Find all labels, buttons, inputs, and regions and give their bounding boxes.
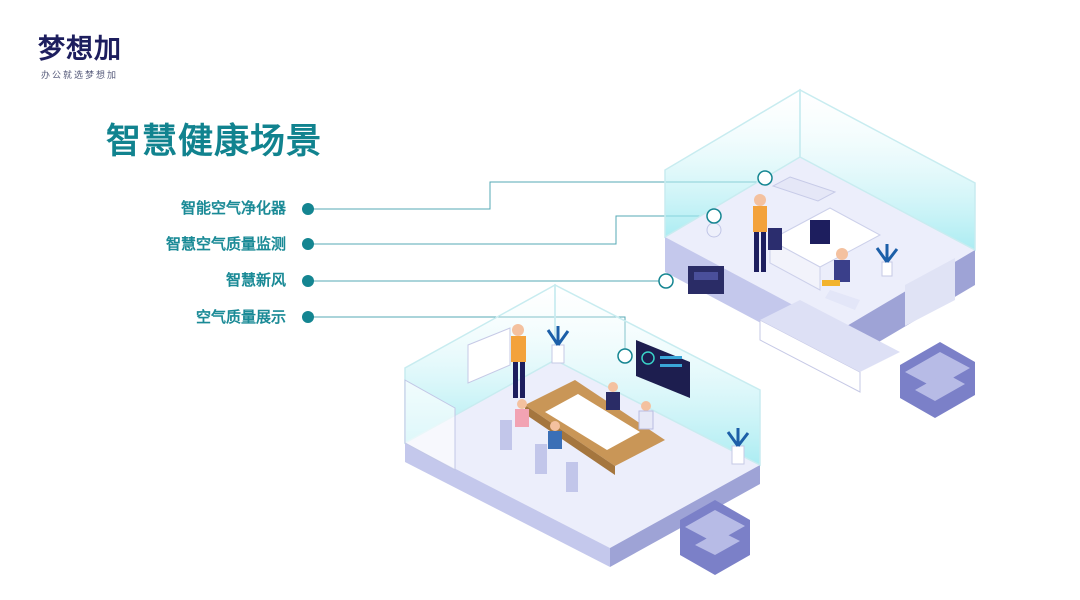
upper-desk	[768, 207, 882, 291]
whiteboard	[467, 327, 511, 384]
seated-person-upper	[822, 248, 860, 310]
brand-logo: 梦想加 办公就选梦想加	[38, 34, 122, 81]
upper-room	[664, 88, 976, 418]
standing-person-upper	[753, 194, 767, 272]
feature-dot-air-quality-display	[302, 311, 314, 323]
meeting-table	[525, 380, 665, 475]
feature-label-air-purifier: 智能空气净化器	[180, 199, 286, 217]
feature-dot-air-purifier	[302, 203, 314, 215]
meeting-attendees	[500, 382, 654, 492]
hotspot-fresh-air	[658, 273, 674, 289]
air-purifier-device	[771, 176, 837, 202]
plant-lower-back	[546, 326, 570, 364]
page-title: 智慧健康场景	[106, 122, 323, 162]
hotspot-air-quality-display	[617, 348, 633, 364]
feature-label-fresh-air: 智慧新风	[225, 271, 286, 289]
standing-presenter	[511, 324, 526, 398]
plant-upper	[875, 244, 899, 277]
hotspot-air-purifier	[757, 170, 773, 186]
feature-label-air-quality-monitor: 智慧空气质量监测	[165, 235, 286, 253]
feature-label-air-quality-display: 空气质量展示	[195, 308, 286, 326]
feature-dot-air-quality-monitor	[302, 238, 314, 250]
air-monitor-device	[706, 222, 722, 238]
feature-dot-fresh-air	[302, 275, 314, 287]
hotspot-air-quality-monitor	[706, 208, 722, 224]
air-quality-display-screen	[636, 340, 690, 398]
plant-lower-right	[726, 428, 750, 465]
brand-slogan: 办公就选梦想加	[41, 71, 119, 81]
brand-name: 梦想加	[38, 34, 122, 65]
